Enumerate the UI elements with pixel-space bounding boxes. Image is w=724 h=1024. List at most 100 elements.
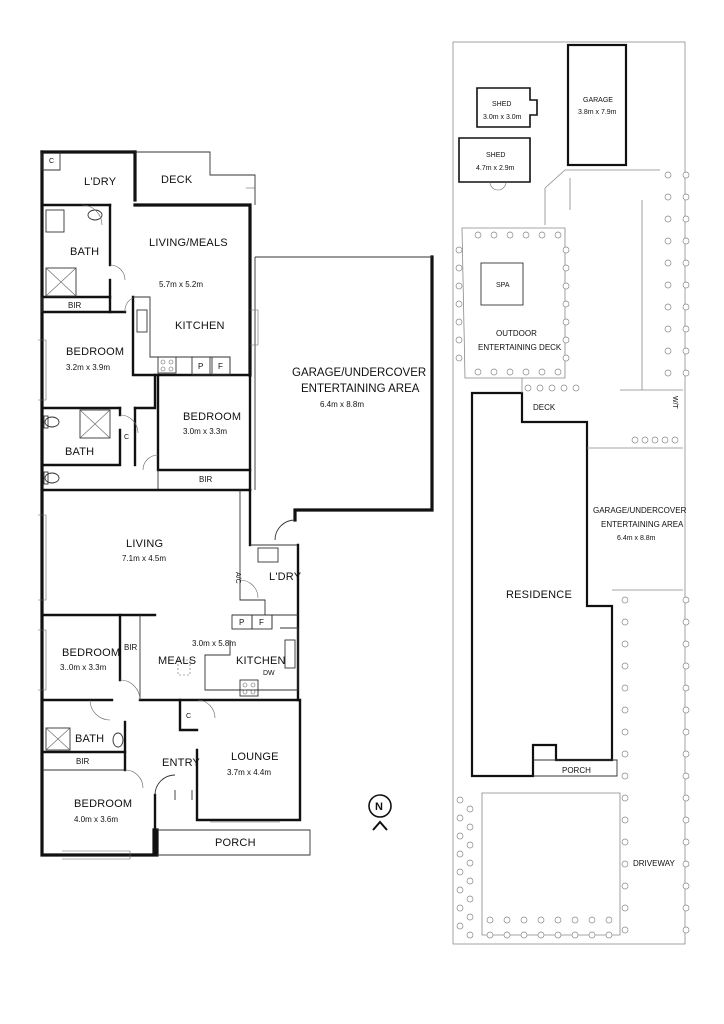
shrub-icon bbox=[466, 931, 474, 939]
kitchen-mid-label: KITCHEN bbox=[236, 655, 286, 667]
shrub-icon bbox=[571, 931, 579, 939]
shrub-icon bbox=[605, 916, 613, 924]
shrub-icon bbox=[664, 215, 672, 223]
shrub-icon bbox=[562, 282, 570, 290]
shrub-icon bbox=[522, 368, 530, 376]
shrub-icon bbox=[682, 215, 690, 223]
shrub-icon bbox=[572, 384, 580, 392]
shed-1-label: SHED bbox=[492, 101, 511, 108]
pantry-mid-label: P bbox=[239, 618, 244, 627]
north-arrow-icon: N bbox=[368, 794, 392, 831]
meals-label: MEALS bbox=[158, 655, 196, 667]
shrub-icon bbox=[682, 750, 690, 758]
shrub-icon bbox=[456, 904, 464, 912]
shrub-icon bbox=[554, 231, 562, 239]
shrub-icon bbox=[682, 640, 690, 648]
porch-site-label: PORCH bbox=[562, 766, 591, 775]
shrub-icon bbox=[621, 882, 629, 890]
shrub-icon bbox=[490, 368, 498, 376]
site-plan bbox=[452, 41, 686, 945]
shrub-icon bbox=[537, 931, 545, 939]
shrub-icon bbox=[456, 922, 464, 930]
shrub-icon bbox=[621, 596, 629, 604]
bedroom-3-size: 3..0m x 3.3m bbox=[60, 663, 107, 672]
bir-bath-label: BIR bbox=[76, 757, 90, 766]
shrub-icon bbox=[466, 823, 474, 831]
shrub-icon bbox=[548, 384, 556, 392]
shrub-icon bbox=[621, 838, 629, 846]
shrub-icon bbox=[536, 384, 544, 392]
shrub-icon bbox=[621, 662, 629, 670]
outdoor-label-1: OUTDOOR bbox=[496, 329, 537, 338]
shed-2-size: 4.7m x 2.9m bbox=[476, 165, 515, 172]
shrub-icon bbox=[474, 231, 482, 239]
shrub-icon bbox=[621, 706, 629, 714]
lounge-label: LOUNGE bbox=[231, 751, 279, 763]
shrub-icon bbox=[621, 772, 629, 780]
garage-site-size: 3.8m x 7.9m bbox=[578, 109, 617, 116]
kitchen-meals-size: 3.0m x 5.8m bbox=[192, 639, 236, 648]
shrub-icon bbox=[466, 913, 474, 921]
shrub-icon bbox=[664, 369, 672, 377]
shrub-icon bbox=[651, 436, 659, 444]
north-letter: N bbox=[375, 801, 383, 813]
shrub-icon bbox=[520, 931, 528, 939]
kitchen-top-label: KITCHEN bbox=[175, 320, 225, 332]
shrub-icon bbox=[682, 171, 690, 179]
shrub-icon bbox=[486, 931, 494, 939]
bir-mid-label: BIR bbox=[199, 475, 213, 484]
shrub-icon bbox=[562, 336, 570, 344]
garage-ua-label-1: GARAGE/UNDERCOVER bbox=[593, 506, 687, 515]
main-floor-plan bbox=[38, 150, 434, 860]
shrub-icon bbox=[455, 246, 463, 254]
porch-label: PORCH bbox=[215, 837, 256, 849]
bedroom-4-label: BEDROOM bbox=[74, 798, 132, 810]
shrub-icon bbox=[664, 171, 672, 179]
shrub-icon bbox=[682, 596, 690, 604]
shrub-icon bbox=[456, 868, 464, 876]
main-plan-labels: C L'DRY DECK BATH BIR LIVING/MEALS 5.7m … bbox=[49, 158, 426, 849]
shrub-icon bbox=[520, 916, 528, 924]
shrub-icon bbox=[456, 832, 464, 840]
shrub-icon bbox=[682, 347, 690, 355]
shrub-icon bbox=[621, 684, 629, 692]
living-meals-size: 5.7m x 5.2m bbox=[159, 280, 203, 289]
shrub-icon bbox=[466, 859, 474, 867]
shrub-icon bbox=[562, 354, 570, 362]
shrub-icon bbox=[506, 231, 514, 239]
shrub-icon bbox=[621, 926, 629, 934]
shrub-icon bbox=[490, 231, 498, 239]
bedroom-2-label: BEDROOM bbox=[183, 411, 241, 423]
shrub-icon bbox=[682, 618, 690, 626]
shrub-icon bbox=[455, 354, 463, 362]
shrub-icon bbox=[588, 931, 596, 939]
driveway-label: DRIVEWAY bbox=[633, 859, 675, 868]
shrub-icon bbox=[562, 300, 570, 308]
shrub-icon bbox=[664, 237, 672, 245]
fridge-top-label: F bbox=[218, 362, 223, 371]
wt-label: W/T bbox=[671, 396, 678, 410]
bedroom-3-label: BEDROOM bbox=[62, 647, 120, 659]
shrub-icon bbox=[456, 850, 464, 858]
shed-2-label: SHED bbox=[486, 152, 505, 159]
shrub-icon bbox=[682, 325, 690, 333]
shrub-icon bbox=[455, 264, 463, 272]
shed-1-size: 3.0m x 3.0m bbox=[483, 114, 522, 121]
shrub-icon bbox=[682, 904, 690, 912]
bedroom-1-size: 3.2m x 3.9m bbox=[66, 363, 110, 372]
garage-size: 6.4m x 8.8m bbox=[320, 400, 364, 409]
site-shrubs bbox=[455, 171, 690, 939]
shrub-icon bbox=[664, 325, 672, 333]
shrub-icon bbox=[661, 436, 669, 444]
shrub-icon bbox=[537, 916, 545, 924]
shrub-icon bbox=[456, 814, 464, 822]
garage-ua-size: 6.4m x 8.8m bbox=[617, 535, 656, 542]
shrub-icon bbox=[605, 931, 613, 939]
shrub-icon bbox=[562, 246, 570, 254]
shrub-icon bbox=[538, 368, 546, 376]
shrub-icon bbox=[664, 281, 672, 289]
spa-label: SPA bbox=[496, 282, 510, 289]
shrub-icon bbox=[682, 369, 690, 377]
shrub-icon bbox=[621, 794, 629, 802]
